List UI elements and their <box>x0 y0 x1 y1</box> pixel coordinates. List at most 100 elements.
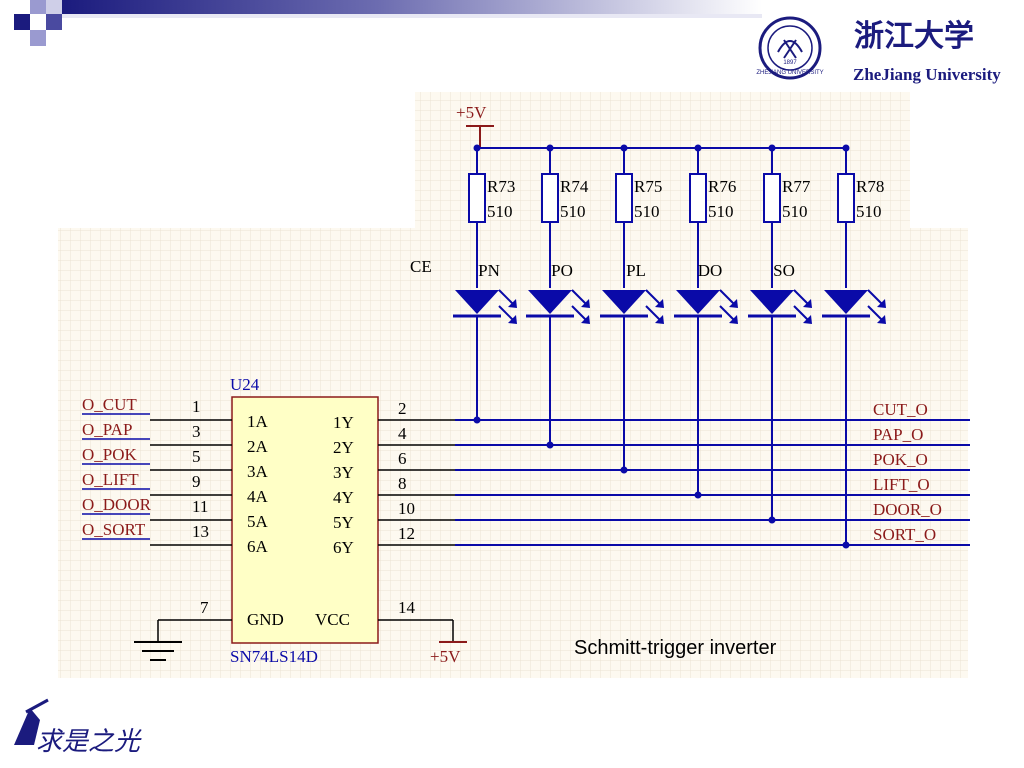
ic-part: SN74LS14D <box>230 647 318 666</box>
output-signal-label: SORT_O <box>873 525 936 544</box>
ic-ref: U24 <box>230 375 260 394</box>
output-pin-name: 6Y <box>333 538 354 557</box>
resistor-body <box>837 173 855 223</box>
output-pin-number: 8 <box>398 474 407 493</box>
led-emission-arrowhead <box>729 315 738 324</box>
output-pin-name: 2Y <box>333 438 354 457</box>
led-icon <box>676 290 720 314</box>
led-emission-arrowhead <box>729 299 738 308</box>
seal-text: ZHEJIANG UNIVERSITY <box>756 70 823 76</box>
vcc-connection <box>378 619 467 643</box>
resistor-value: 510 <box>856 202 882 221</box>
resistor-ref: R73 <box>487 177 515 196</box>
seal-year: 1897 <box>783 60 797 66</box>
led-label: PN <box>478 261 500 280</box>
led-emission-arrowhead <box>581 315 590 324</box>
ce-label: CE <box>410 257 432 276</box>
output-signal-label: DOOR_O <box>873 500 942 519</box>
gnd-connection <box>134 619 232 661</box>
led-emission-arrowhead <box>655 299 664 308</box>
input-pin-number: 3 <box>192 422 201 441</box>
resistor-body <box>541 173 559 223</box>
led-label: SO <box>773 261 795 280</box>
output-pin-number: 6 <box>398 449 407 468</box>
output-pin-number: 12 <box>398 524 415 543</box>
university-name-cn: 浙江大学 <box>854 19 974 53</box>
led-emission-arrowhead <box>581 299 590 308</box>
input-pin-name: 1A <box>247 412 269 431</box>
led-icon <box>528 290 572 314</box>
gnd-pin-number: 7 <box>200 598 209 617</box>
input-pin-number: 13 <box>192 522 209 541</box>
output-pin-number: 2 <box>398 399 407 418</box>
input-pin-number: 5 <box>192 447 201 466</box>
led-icon <box>824 290 868 314</box>
led-emission-arrowhead <box>877 299 886 308</box>
input-pin-name: 3A <box>247 462 269 481</box>
resistor-ref: R78 <box>856 177 884 196</box>
input-signal-label: O_LIFT <box>82 470 139 489</box>
university-seal-icon: ZHEJIANG UNIVERSITY 1897 <box>756 16 824 80</box>
schematic: +5V R73 510 R74 510 R75 510 R76 510 R77 510 R78 510… <box>82 103 970 666</box>
led-emission-arrowhead <box>803 315 812 324</box>
header-decoration <box>0 0 762 46</box>
resistor-value: 510 <box>782 202 808 221</box>
input-signal-label: O_DOOR <box>82 495 152 514</box>
input-signal-label: O_CUT <box>82 395 137 414</box>
resistor-ref: R75 <box>634 177 662 196</box>
input-pin-name: 6A <box>247 537 269 556</box>
output-pin-name: 3Y <box>333 463 354 482</box>
supply-bottom-label: +5V <box>430 647 461 666</box>
schematic-grid-background <box>58 92 968 678</box>
input-signal-label: O_PAP <box>82 420 132 439</box>
output-signal-label: LIFT_O <box>873 475 930 494</box>
input-pin-number: 1 <box>192 397 201 416</box>
resistor-body <box>468 173 486 223</box>
university-name-en: ZheJiang University <box>853 65 1001 84</box>
resistor-group: R73 510 R74 510 R75 510 R76 510 R77 510 R78 510 <box>468 144 884 288</box>
resistor-ref: R77 <box>782 177 811 196</box>
ic-body <box>231 396 379 644</box>
supply-top-symbol <box>466 125 848 149</box>
led-label: PL <box>626 261 646 280</box>
input-pin-name: 5A <box>247 512 269 531</box>
caption: Schmitt-trigger inverter <box>574 637 777 659</box>
gnd-pin-name: GND <box>247 610 284 629</box>
resistor-ref: R76 <box>708 177 736 196</box>
led-emission-arrowhead <box>877 315 886 324</box>
resistor-value: 510 <box>708 202 734 221</box>
input-pin-number: 9 <box>192 472 201 491</box>
resistor-ref: R74 <box>560 177 589 196</box>
resistor-body <box>615 173 633 223</box>
resistor-body <box>763 173 781 223</box>
led-icon <box>455 290 499 314</box>
resistor-value: 510 <box>560 202 586 221</box>
output-signal-label: PAP_O <box>873 425 923 444</box>
resistor-value: 510 <box>487 202 513 221</box>
output-pin-name: 1Y <box>333 413 354 432</box>
footer-logo-icon: 求是之光 <box>14 698 142 756</box>
led-label: DO <box>698 261 723 280</box>
input-signal-label: O_POK <box>82 445 138 464</box>
input-pin-name: 4A <box>247 487 269 506</box>
vcc-pin-name: VCC <box>315 610 350 629</box>
resistor-value: 510 <box>634 202 660 221</box>
led-icon <box>602 290 646 314</box>
input-signal-label: O_SORT <box>82 520 146 539</box>
led-emission-arrowhead <box>655 315 664 324</box>
supply-top-label: +5V <box>456 103 487 122</box>
output-pin-name: 5Y <box>333 513 354 532</box>
resistor-body <box>689 173 707 223</box>
vcc-pin-number: 14 <box>398 598 416 617</box>
led-label: PO <box>551 261 573 280</box>
output-pin-number: 4 <box>398 424 407 443</box>
input-pin-number: 11 <box>192 497 208 516</box>
led-icon <box>750 290 794 314</box>
led-group: PN PO PL DO SO <box>453 261 886 549</box>
output-signal-label: POK_O <box>873 450 928 469</box>
output-pin-name: 4Y <box>333 488 354 507</box>
output-signal-label: CUT_O <box>873 400 928 419</box>
footer-logo-text: 求是之光 <box>36 727 142 756</box>
